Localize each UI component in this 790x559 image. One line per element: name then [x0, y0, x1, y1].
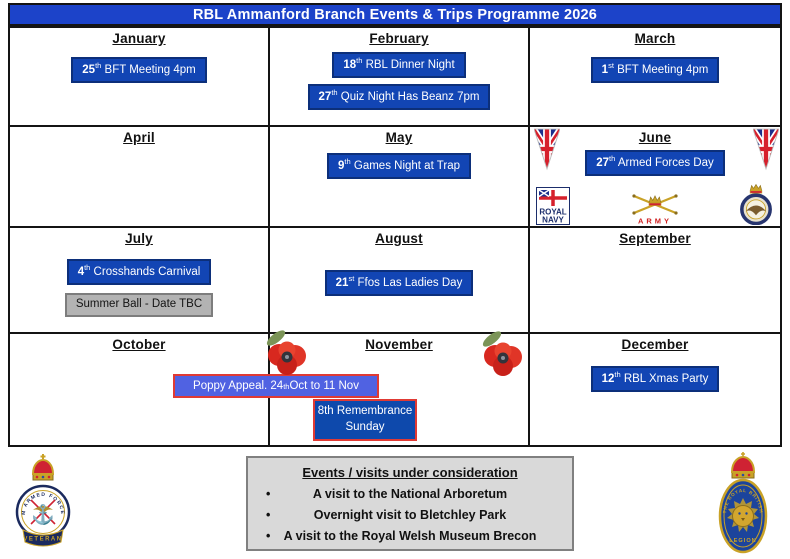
union-jack-pennant-icon: [534, 128, 560, 171]
event-day: 18: [343, 58, 357, 71]
remembrance-sunday-badge: 8th Remembrance Sunday: [313, 399, 417, 442]
appeal-text: Poppy Appeal. 24: [193, 380, 284, 392]
month-name: October: [112, 337, 166, 352]
event-badge: 1st BFT Meeting 4pm: [590, 57, 720, 83]
bullet-icon: •: [266, 508, 271, 522]
month-cell-september: September: [530, 228, 780, 334]
month-cell-february: February 18th RBL Dinner Night 27th Quiz…: [270, 28, 530, 127]
union-jack-pennant-icon: [753, 128, 779, 171]
event-ordinal: th: [609, 154, 616, 163]
month-cell-january: January 25th BFT Meeting 4pm: [10, 28, 270, 127]
month-name: March: [634, 31, 676, 46]
event-ordinal: th: [356, 56, 363, 65]
event-badge: 25th BFT Meeting 4pm: [71, 57, 207, 83]
month-cell-december: December 12th RBL Xmas Party: [530, 334, 780, 445]
event-badge: 18th RBL Dinner Night: [332, 52, 466, 78]
event-day: 4: [77, 265, 85, 278]
event-ordinal: th: [84, 263, 91, 272]
calendar-grid: January 25th BFT Meeting 4pm February 18…: [8, 26, 782, 447]
rbl-legion-text: LEGION: [729, 538, 756, 544]
royal-navy-text: NAVY: [542, 216, 564, 225]
event-badge: 27th Quiz Night Has Beanz 7pm: [307, 83, 491, 110]
month-cell-march: March 1st BFT Meeting 4pm: [530, 28, 780, 127]
consideration-text: Overnight visit to Bletchley Park: [313, 508, 507, 522]
month-cell-june: June 27th Armed Forces Day: [530, 127, 780, 228]
event-text: BFT Meeting 4pm: [101, 63, 196, 76]
month-name: December: [621, 337, 689, 352]
event-day: 1: [601, 63, 609, 76]
month-name: November: [365, 337, 433, 352]
event-text: Ffos Las Ladies Day: [354, 276, 463, 289]
event-ordinal: th: [344, 157, 351, 166]
event-text: Quiz Night Has Beanz 7pm: [337, 90, 480, 103]
month-name: May: [385, 130, 413, 145]
army-logo: ARMY: [632, 194, 678, 226]
event-text: RBL Dinner Night: [362, 58, 455, 71]
event-day: 27: [318, 90, 332, 103]
event-badge: 4th Crosshands Carnival: [66, 259, 212, 285]
anchor-icon: ⚓: [31, 503, 55, 526]
event-ordinal: th: [614, 370, 621, 379]
event-badge: 9th Games Night at Trap: [327, 153, 471, 179]
page-title: RBL Ammanford Branch Events & Trips Prog…: [8, 3, 782, 26]
month-cell-november: November: [270, 334, 530, 445]
month-name: February: [369, 31, 429, 46]
consideration-heading: Events / visits under consideration: [302, 465, 518, 480]
month-name: September: [619, 231, 691, 246]
remembrance-line1: 8th Remembrance: [317, 405, 413, 417]
event-text: RBL Xmas Party: [620, 372, 709, 385]
event-day: 9: [338, 159, 345, 172]
event-badge-tbc: Summer Ball - Date TBC: [64, 292, 214, 317]
event-ordinal: th: [331, 87, 338, 97]
royal-british-legion-badge: THE ROYAL BRITISH LEGION: [718, 452, 768, 554]
event-badge: 12th RBL Xmas Party: [590, 366, 720, 392]
event-text: Crosshands Carnival: [90, 265, 201, 278]
event-day: 12: [601, 372, 615, 385]
month-cell-may: May 9th Games Night at Trap: [270, 127, 530, 228]
month-cell-july: July 4th Crosshands Carnival Summer Ball…: [10, 228, 270, 334]
event-ordinal: th: [95, 61, 102, 70]
hm-armed-forces-veteran-badge: HM ARMED FORCES ⚓ VETERAN: [12, 452, 71, 547]
consideration-text: A visit to the National Arboretum: [312, 487, 508, 501]
month-cell-august: August 21st Ffos Las Ladies Day: [270, 228, 530, 334]
event-ordinal: st: [348, 274, 355, 283]
month-name: August: [375, 231, 423, 246]
event-day: 21: [335, 276, 349, 289]
month-name: April: [123, 130, 155, 145]
army-text: ARMY: [638, 217, 672, 226]
remembrance-line2: Sunday: [345, 420, 385, 433]
royal-navy-logo: ROYAL NAVY: [536, 187, 570, 225]
poppy-icon: [266, 330, 306, 375]
bullet-icon: •: [266, 529, 271, 543]
event-day: 27: [596, 156, 610, 169]
consideration-item: • A visit to the Royal Welsh Museum Brec…: [248, 529, 572, 543]
month-cell-april: April: [10, 127, 270, 228]
event-text: Armed Forces Day: [615, 156, 714, 169]
event-day: 25: [82, 63, 96, 76]
appeal-ordinal: th: [283, 381, 290, 391]
royal-navy-text: ROYAL: [539, 208, 566, 217]
consideration-item: • A visit to the National Arboretum: [248, 487, 572, 501]
event-badge: 27th Armed Forces Day: [585, 150, 725, 176]
month-name: January: [112, 31, 166, 46]
raf-badge: [740, 183, 772, 225]
consideration-text: A visit to the Royal Welsh Museum Brecon: [283, 529, 537, 543]
consideration-item: • Overnight visit to Bletchley Park: [248, 508, 572, 522]
veteran-banner-text: VETERAN: [23, 537, 62, 543]
month-name: June: [638, 130, 672, 145]
bullet-icon: •: [266, 487, 271, 501]
event-text: Games Night at Trap: [350, 159, 460, 172]
month-name: July: [125, 231, 153, 246]
consideration-panel: Events / visits under consideration • A …: [246, 456, 574, 551]
poppy-icon: [482, 331, 522, 376]
event-text: BFT Meeting 4pm: [613, 63, 709, 76]
event-ordinal: st: [608, 61, 614, 70]
appeal-text: Oct to 11 Nov: [289, 380, 359, 392]
event-badge: 21st Ffos Las Ladies Day: [324, 270, 474, 296]
